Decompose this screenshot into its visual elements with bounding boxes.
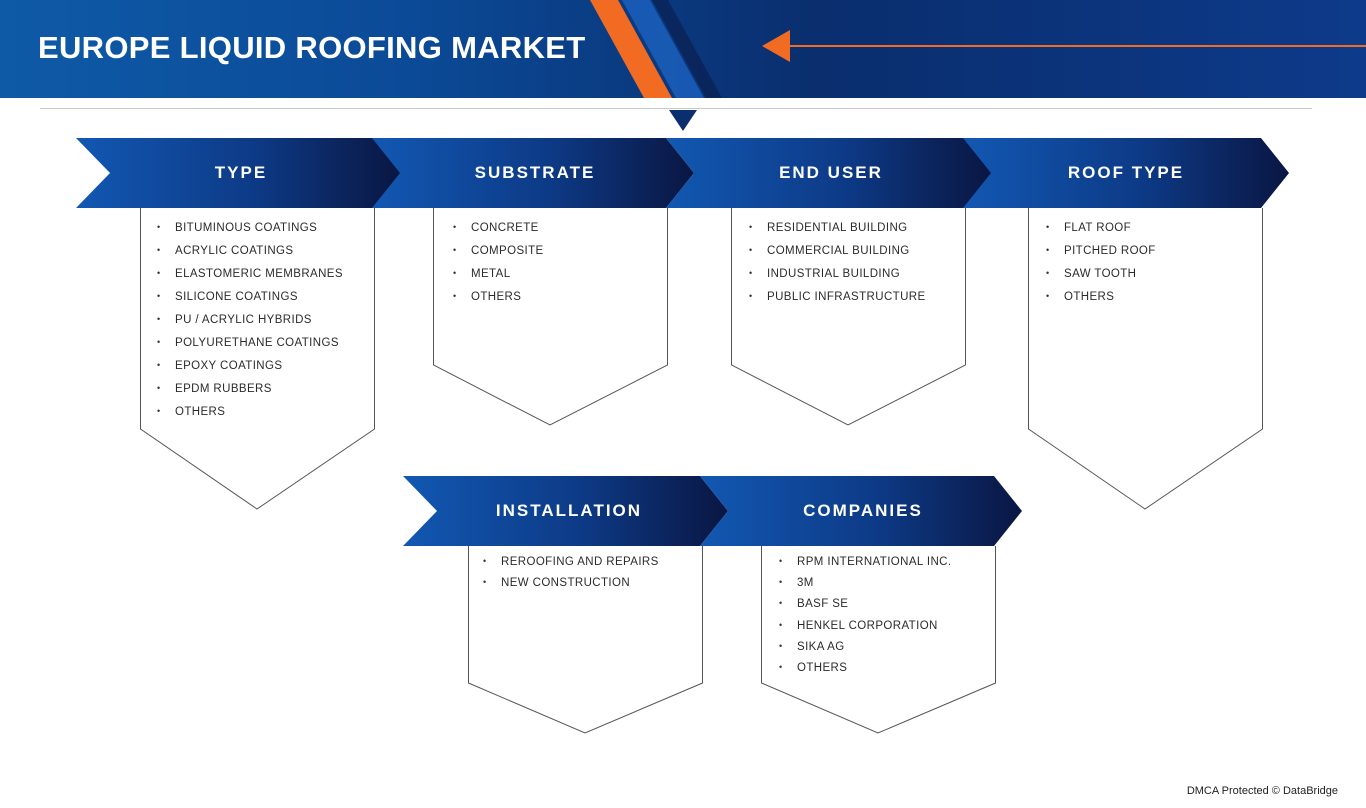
list-item: •BITUMINOUS COATINGS <box>157 222 318 234</box>
divider <box>40 108 1312 109</box>
list-item: •OTHERS <box>1046 291 1115 303</box>
segment-banner-installation: INSTALLATION <box>403 476 728 546</box>
list-item: •SAW TOOTH <box>1046 268 1137 280</box>
list-item: •FLAT ROOF <box>1046 222 1132 234</box>
list-item: •SIKA AG <box>779 640 845 653</box>
list-item: •RESIDENTIAL BUILDING <box>749 222 908 234</box>
header-decoration <box>590 0 1366 98</box>
segment-banner-end-user: END USER <box>666 138 992 208</box>
segment-banner-substrate: SUBSTRATE <box>372 138 694 208</box>
segment-list: •REROOFING AND REPAIRS •NEW CONSTRUCTION <box>483 556 659 598</box>
orange-stripe <box>590 0 672 98</box>
list-item: •ACRYLIC COATINGS <box>157 245 294 257</box>
list-item: •BASF SE <box>779 598 849 611</box>
list-item: •SILICONE COATINGS <box>157 291 298 303</box>
segment-label: ROOF TYPE <box>1067 163 1185 182</box>
segment-card-type: •BITUMINOUS COATINGS •ACRYLIC COATINGS •… <box>140 208 376 512</box>
list-item: •REROOFING AND REPAIRS <box>483 556 659 568</box>
list-item: •3M <box>779 577 814 590</box>
segment-label: TYPE <box>214 163 268 182</box>
segment-card-companies: •RPM INTERNATIONAL INC. •3M •BASF SE •HE… <box>761 546 997 736</box>
segment-list: •FLAT ROOF •PITCHED ROOF •SAW TOOTH •OTH… <box>1046 222 1156 314</box>
list-item: •PUBLIC INFRASTRUCTURE <box>749 291 926 303</box>
list-item: •RPM INTERNATIONAL INC. <box>779 556 952 568</box>
list-item: •ELASTOMERIC MEMBRANES <box>157 268 343 280</box>
segment-label: SUBSTRATE <box>474 163 596 182</box>
list-item: •CONCRETE <box>453 222 539 234</box>
page-title: EUROPE LIQUID ROOFING MARKET <box>38 30 586 65</box>
blue-stripe <box>622 0 704 98</box>
list-item: •OTHERS <box>453 291 522 303</box>
list-item: •PITCHED ROOF <box>1046 245 1156 257</box>
segment-card-substrate: •CONCRETE •COMPOSITE •METAL •OTHERS <box>433 208 669 428</box>
segment-label: INSTALLATION <box>495 501 643 520</box>
list-item: •EPDM RUBBERS <box>157 383 272 395</box>
list-item: •OTHERS <box>157 406 226 418</box>
segment-list: •BITUMINOUS COATINGS •ACRYLIC COATINGS •… <box>157 222 343 429</box>
list-item: •METAL <box>453 268 511 280</box>
list-item: •HENKEL CORPORATION <box>779 619 938 632</box>
list-item: •COMMERCIAL BUILDING <box>749 245 910 257</box>
segment-banner-type: TYPE <box>76 138 401 208</box>
list-item: •POLYURETHANE COATINGS <box>157 337 339 349</box>
footer-text: DMCA Protected © DataBridge <box>1186 785 1338 797</box>
list-item: •OTHERS <box>779 661 848 674</box>
list-item: •EPOXY COATINGS <box>157 360 283 372</box>
list-item: •COMPOSITE <box>453 245 544 257</box>
segment-card-roof-type: •FLAT ROOF •PITCHED ROOF •SAW TOOTH •OTH… <box>1028 208 1264 512</box>
segment-list: •RESIDENTIAL BUILDING •COMMERCIAL BUILDI… <box>749 222 926 314</box>
segment-card-end-user: •RESIDENTIAL BUILDING •COMMERCIAL BUILDI… <box>731 208 967 428</box>
arrow-head-icon <box>762 30 790 62</box>
list-item: •PU / ACRYLIC HYBRIDS <box>157 314 312 326</box>
segment-list: •RPM INTERNATIONAL INC. •3M •BASF SE •HE… <box>779 556 951 683</box>
segment-banner-companies: COMPANIES <box>700 476 1022 546</box>
segment-banner-roof-type: ROOF TYPE <box>963 138 1289 208</box>
segment-card-installation: •REROOFING AND REPAIRS •NEW CONSTRUCTION <box>468 546 704 736</box>
segment-list: •CONCRETE •COMPOSITE •METAL •OTHERS <box>453 222 544 314</box>
header-banner: EUROPE LIQUID ROOFING MARKET <box>0 0 1366 98</box>
segment-label: END USER <box>779 163 883 182</box>
dark-stripe <box>652 0 722 98</box>
list-item: •INDUSTRIAL BUILDING <box>749 268 901 280</box>
segment-label: COMPANIES <box>803 501 923 520</box>
list-item: •NEW CONSTRUCTION <box>483 577 631 589</box>
